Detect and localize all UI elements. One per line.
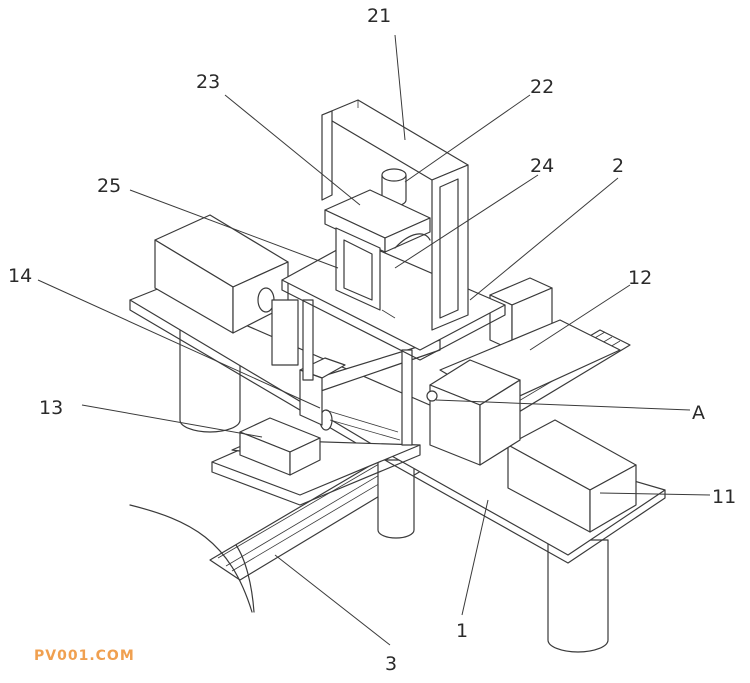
- left-motor: [154, 214, 289, 334]
- label-21: 21: [367, 5, 391, 27]
- press-head: [324, 189, 431, 319]
- label-A: A: [692, 402, 705, 424]
- watermark: PV001.COM: [34, 648, 135, 664]
- center-block: [426, 359, 521, 466]
- label-23: 23: [196, 71, 220, 93]
- leader-lines: [37, 34, 711, 646]
- label-25: 25: [97, 175, 121, 197]
- lower-left-clamp: [239, 409, 333, 476]
- label-12: 12: [628, 267, 652, 289]
- label-24: 24: [530, 155, 554, 177]
- press-frame: [321, 99, 469, 331]
- label-13: 13: [39, 397, 63, 419]
- label-14: 14: [8, 265, 32, 287]
- reference-numbers: 21 22 23 24 25 2 14 12 13 A 11 1 3: [8, 5, 736, 675]
- upper-platform: [281, 239, 506, 361]
- right-motor: [488, 419, 637, 533]
- support-pillars: [179, 329, 609, 653]
- label-2: 2: [612, 155, 624, 177]
- label-3: 3: [385, 653, 397, 675]
- label-22: 22: [530, 76, 554, 98]
- label-11: 11: [712, 486, 736, 508]
- label-1: 1: [456, 620, 468, 642]
- guide-posts: [271, 299, 413, 446]
